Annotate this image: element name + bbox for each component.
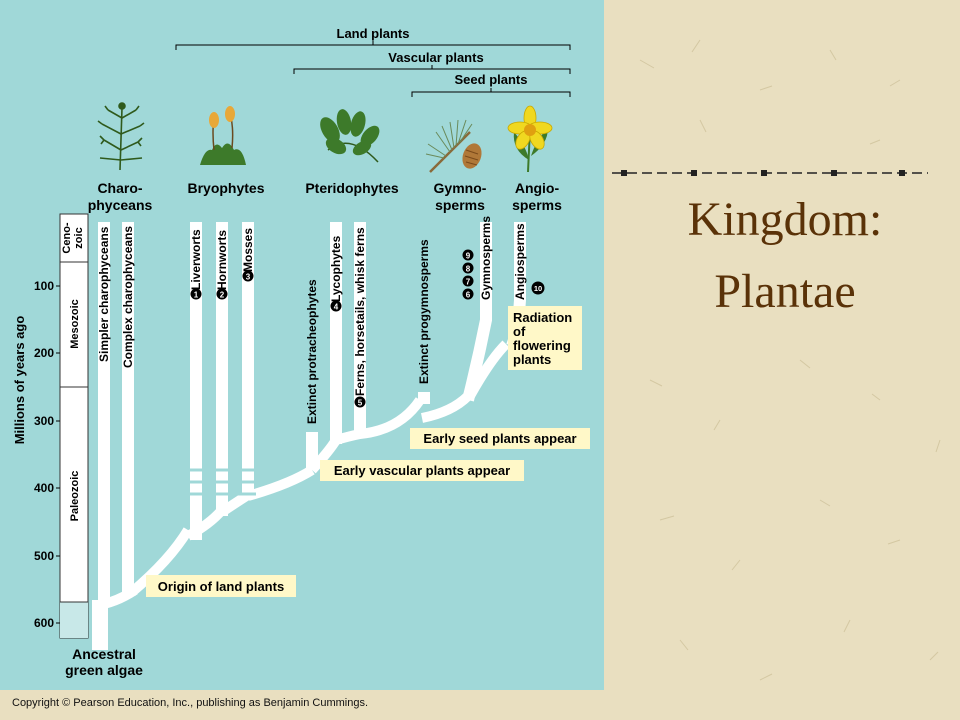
parchment-texture	[639, 39, 941, 681]
branch-angio-stem	[465, 340, 510, 399]
phylogenetic-tree	[92, 222, 526, 650]
badge-gymno-c: 8	[462, 262, 474, 274]
slide-title-line2: Plantae	[714, 265, 856, 318]
copyright-notice: Copyright © Pearson Education, Inc., pub…	[12, 697, 369, 709]
era-cenozoic-line2: zoic	[73, 227, 85, 248]
moss-icon	[200, 106, 246, 165]
svg-text:of: of	[513, 324, 526, 339]
svg-text:Early seed plants appear: Early seed plants appear	[423, 431, 576, 446]
badge-angiosperms: 10	[531, 281, 545, 295]
tick-label: 500	[34, 549, 54, 563]
group-pteridophytes: Pteridophytes	[305, 180, 399, 196]
svg-text:4: 4	[334, 303, 339, 312]
lineage-extinct-protracheophytes: Extinct protracheophytes	[305, 279, 319, 424]
group-angiosperms-line2: sperms	[512, 197, 562, 213]
slide-title-line1: Kingdom:	[687, 193, 883, 246]
group-angiosperms-line1: Angio-	[515, 180, 560, 196]
badge-mosses: 3	[242, 270, 254, 282]
callout-early-vascular: Early vascular plants appear	[320, 460, 524, 481]
flower-icon	[507, 105, 553, 173]
lineage-hornworts: Hornworts	[215, 230, 229, 290]
lineage-gymnosperms: Gymnosperms	[479, 216, 493, 300]
lineage-angiosperms: Angiosperms	[513, 223, 527, 300]
svg-text:plants: plants	[513, 352, 551, 367]
era-mesozoic: Mesozoic	[69, 299, 81, 349]
lineage-simpler-charophyceans: Simpler charophyceans	[97, 226, 111, 362]
root-label-line1: Ancestral	[72, 646, 136, 662]
lineage-liverworts: Liverworts	[189, 229, 203, 290]
svg-text:5: 5	[358, 399, 363, 408]
svg-text:Radiation: Radiation	[513, 310, 572, 325]
svg-text:Early vascular plants appear: Early vascular plants appear	[334, 463, 510, 478]
svg-text:8: 8	[466, 265, 471, 274]
group-gymnosperms-line1: Gymno-	[434, 180, 487, 196]
tick-label: 300	[34, 414, 54, 428]
geologic-time-column	[59, 213, 89, 639]
svg-text:9: 9	[466, 252, 471, 261]
tick-label: 400	[34, 481, 54, 495]
bracket-vascular-plants	[293, 65, 571, 74]
slide-divider	[612, 170, 928, 176]
branch-seed	[359, 397, 425, 439]
svg-text:6: 6	[466, 291, 471, 300]
svg-text:3: 3	[246, 273, 251, 282]
group-charophyceans-line2: phyceans	[88, 197, 153, 213]
badge-gymno-d: 9	[462, 249, 474, 261]
bracket-label-vascular: Vascular plants	[388, 50, 483, 65]
svg-text:Origin of land plants: Origin of land plants	[158, 579, 284, 594]
fern-icon	[320, 109, 380, 163]
callout-early-seed: Early seed plants appear	[410, 428, 590, 449]
root-label-line2: green algae	[65, 662, 143, 678]
lineage-lycophytes: Lycophytes	[329, 235, 343, 302]
tick-label: 100	[34, 279, 54, 293]
badge-lycophytes: 4	[330, 300, 342, 312]
badge-gymno-b: 7	[462, 275, 474, 287]
axis-ticks	[56, 285, 60, 624]
lineage-ferns: Ferns, horsetails, whisk ferns	[353, 227, 367, 396]
badge-liverworts: 1	[190, 288, 202, 300]
tick-label: 200	[34, 346, 54, 360]
group-charophyceans-line1: Charo-	[97, 180, 142, 196]
group-bryophytes: Bryophytes	[187, 180, 264, 196]
bracket-land-plants	[175, 41, 571, 50]
fossil-gap-marks	[188, 468, 256, 496]
callout-origin-land-plants: Origin of land plants	[146, 575, 296, 597]
pine-icon	[425, 119, 482, 173]
bracket-label-seed: Seed plants	[455, 72, 528, 87]
svg-text:1: 1	[194, 291, 199, 300]
era-cenozoic-line1: Ceno-	[61, 222, 73, 254]
callout-radiation-flowering: Radiation of flowering plants	[508, 306, 582, 370]
group-gymnosperms-line2: sperms	[435, 197, 485, 213]
branch-land	[128, 527, 193, 596]
era-paleozoic: Paleozoic	[69, 471, 81, 522]
badge-hornworts: 2	[216, 288, 228, 300]
tick-label: 600	[34, 616, 54, 630]
svg-text:7: 7	[466, 278, 471, 287]
bracket-seed-plants	[411, 88, 571, 97]
badge-ferns: 5	[354, 396, 366, 408]
badge-gymno-a: 6	[462, 288, 474, 300]
bracket-label-land: Land plants	[337, 26, 410, 41]
lineage-extinct-progymnosperms: Extinct progymnosperms	[417, 239, 431, 384]
charophyte-icon	[97, 102, 145, 171]
svg-text:10: 10	[534, 284, 542, 293]
lineage-mosses: Mosses	[241, 228, 255, 272]
lineage-complex-charophyceans: Complex charophyceans	[121, 226, 135, 368]
axis-label: Millions of years ago	[12, 316, 27, 445]
svg-text:2: 2	[220, 291, 225, 300]
svg-text:flowering: flowering	[513, 338, 571, 353]
